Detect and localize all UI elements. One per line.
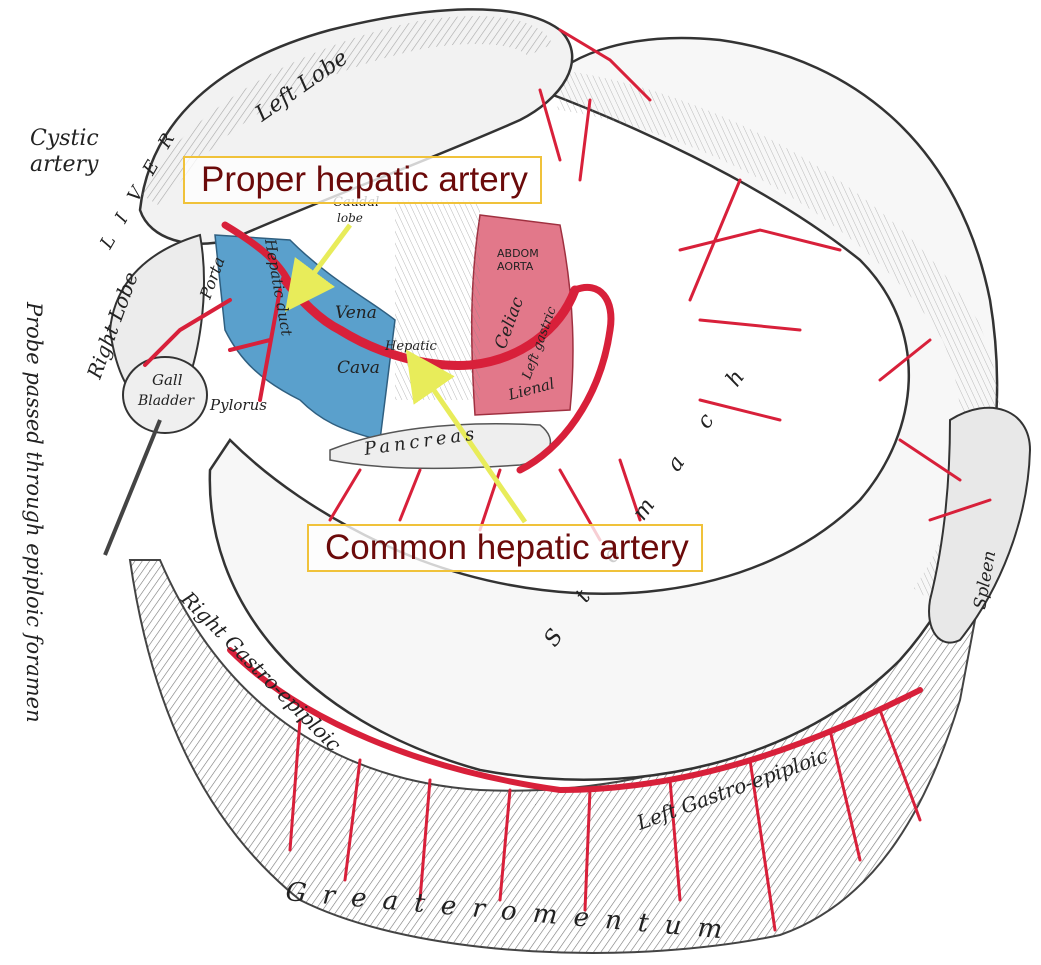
probe	[103, 419, 162, 556]
pylorus-label: Pylorus	[209, 396, 267, 414]
cava-label: Cava	[337, 358, 380, 378]
probe-label: Probe passed through epiploic foramen	[22, 302, 46, 723]
diaphragm-crus	[395, 200, 480, 400]
cystic-label-line1: Cystic	[30, 126, 99, 151]
hepatic-label: Hepatic	[384, 339, 437, 354]
gall-label-2: Bladder	[137, 393, 195, 409]
vena-label: Vena	[335, 303, 377, 323]
caudal-label-2: lobe	[337, 211, 363, 225]
abdom-label-2: AORTA	[497, 260, 534, 273]
greater-omentum	[128, 539, 991, 954]
cystic-artery-label: Cystic artery	[30, 126, 99, 179]
vena-cava	[214, 234, 396, 441]
abdom-label-1: ABDOM	[497, 247, 539, 260]
spleen	[928, 406, 1032, 644]
common-hepatic-artery-callout: Common hepatic artery	[307, 524, 703, 573]
common-hepatic-arrow	[405, 349, 528, 524]
gall-bladder	[122, 356, 208, 434]
cystic-label-line2: artery	[30, 152, 99, 178]
stomach	[208, 36, 999, 781]
gall-label-1: Gall	[152, 371, 183, 389]
proper-hepatic-arrow	[285, 223, 353, 313]
proper-hepatic-artery-callout: Proper hepatic artery	[183, 156, 542, 205]
